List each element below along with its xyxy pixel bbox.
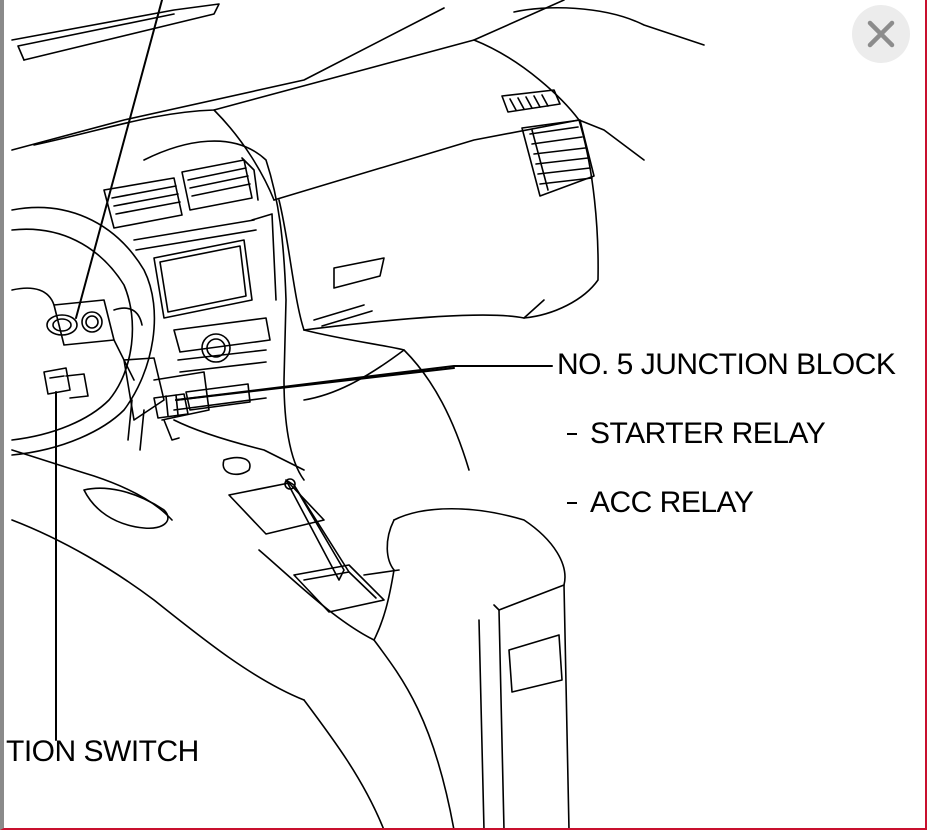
right-side-vents — [501, 89, 595, 197]
leader-lines — [55, 0, 553, 741]
lower-panel — [303, 299, 545, 471]
acc-relay-label: ACC RELAY — [590, 486, 754, 519]
center-console — [173, 419, 570, 828]
dashboard-line-drawing — [11, 0, 705, 828]
starter-relay-label: STARTER RELAY — [590, 417, 826, 450]
steering-wheel — [11, 206, 156, 456]
junction-block-label: NO. 5 JUNCTION BLOCK — [557, 348, 896, 381]
dashboard-top — [11, 0, 705, 201]
close-button[interactable] — [852, 5, 910, 63]
lower-left-dash — [11, 449, 305, 701]
close-icon — [867, 20, 895, 48]
ignition-switch-label: TION SWITCH — [6, 735, 199, 768]
ignition-connector — [43, 367, 89, 399]
glove-box — [278, 119, 599, 331]
center-vents — [103, 157, 259, 229]
acc-relay-bullet — [567, 502, 577, 504]
windshield-trim — [11, 3, 220, 61]
junction-block-detail — [153, 393, 189, 419]
starter-relay-bullet — [567, 433, 577, 435]
center-stack — [133, 140, 305, 481]
